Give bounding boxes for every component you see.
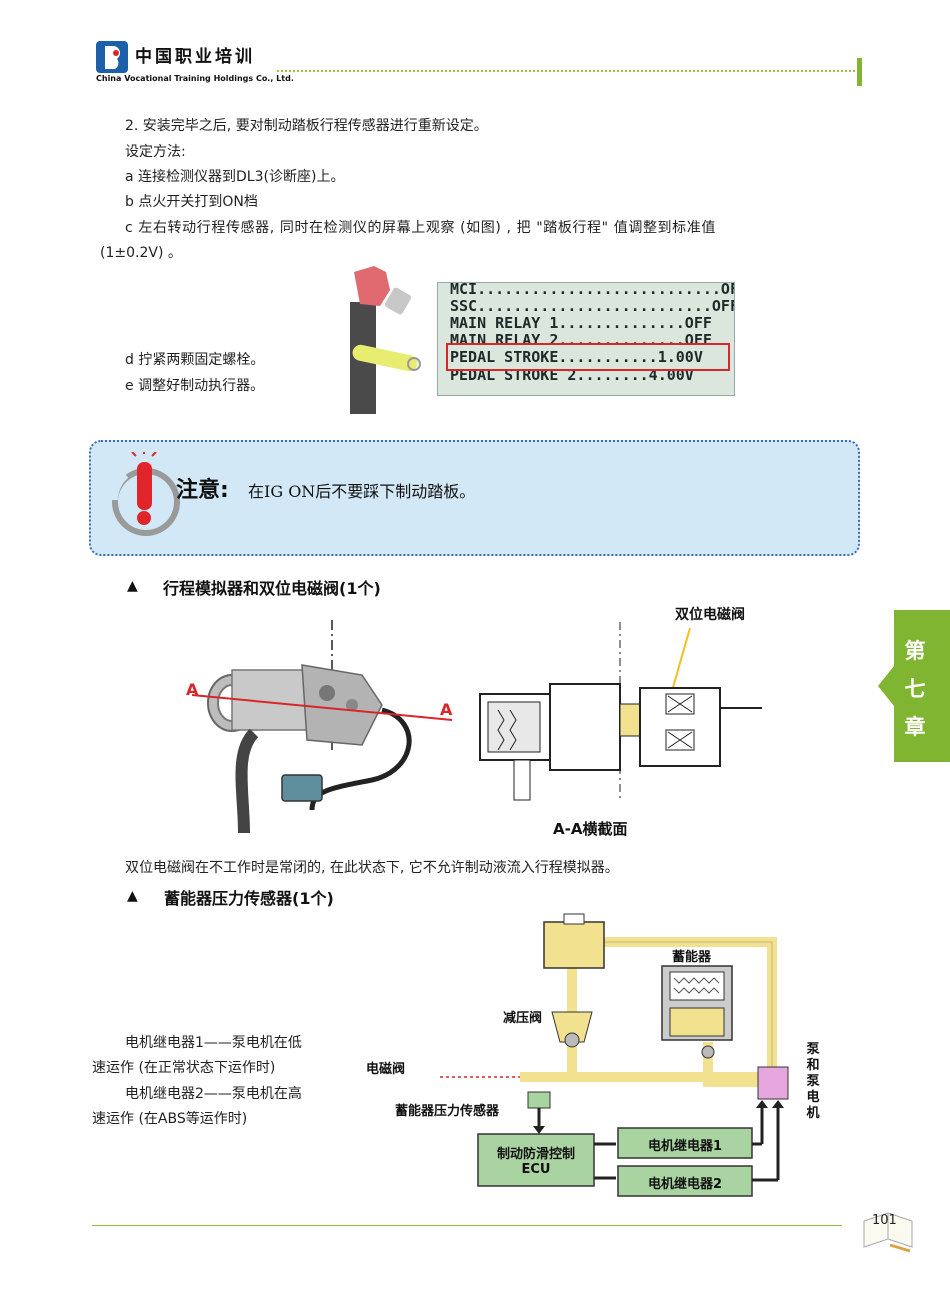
valve-description: 双位电磁阀在不工作时是常闭的, 在此状态下, 它不允许制动液流入行程模拟器。 bbox=[125, 860, 619, 876]
accumulator-circuit-diagram bbox=[440, 913, 789, 1197]
screen-row: MAIN RELAY 1..............OFF bbox=[450, 314, 712, 332]
intro-line-2: 设定方法: bbox=[125, 144, 186, 160]
page-number: 101 bbox=[872, 1213, 897, 1228]
valve-label: 双位电磁阀 bbox=[675, 607, 745, 623]
relay2-text-b: 速运作 (在ABS等运作时) bbox=[92, 1111, 248, 1127]
chapter-char: 七 bbox=[904, 677, 926, 701]
section-marker-icon: ▲ bbox=[127, 888, 138, 904]
company-logo-icon bbox=[96, 41, 128, 73]
intro-line-1: 2. 安装完毕之后, 要对制动踏板行程传感器进行重新设定。 bbox=[125, 118, 488, 134]
relay1-text-b: 速运作 (在正常状态下运作时) bbox=[92, 1060, 276, 1076]
diagnostic-tester-screen: MCI...........................OFF SSC...… bbox=[437, 282, 735, 396]
label-motor-relay-1: 电机继电器1 bbox=[647, 1139, 723, 1154]
step-d: d 拧紧两颗固定螺栓。 bbox=[125, 352, 265, 368]
warning-exclamation-icon bbox=[108, 452, 180, 536]
open-book-icon bbox=[863, 1212, 913, 1253]
pump-char: 和 bbox=[806, 1058, 820, 1073]
chapter-char: 第 bbox=[904, 639, 926, 663]
pump-char: 机 bbox=[806, 1106, 820, 1121]
logo-english-name: China Vocational Training Holdings Co., … bbox=[96, 74, 294, 83]
stroke-sensor-photo bbox=[350, 262, 428, 414]
label-motor-relay-2: 电机继电器2 bbox=[647, 1177, 723, 1192]
step-b: b 点火开关打到ON档 bbox=[125, 194, 258, 210]
section-a-label-right: A bbox=[440, 700, 453, 719]
logo-chinese-name: 中国职业培训 bbox=[135, 47, 255, 67]
cross-section-drawing bbox=[479, 622, 762, 802]
chapter-tab bbox=[878, 610, 950, 762]
screen-row: SSC..........................OFF bbox=[450, 297, 735, 315]
pump-char: 泵 bbox=[806, 1042, 820, 1057]
screen-row-pedal-stroke: PEDAL STROKE...........1.00V bbox=[450, 348, 703, 366]
chapter-char: 章 bbox=[904, 715, 926, 739]
pump-char: 泵 bbox=[806, 1074, 820, 1089]
step-a: a 连接检测仪器到DL3(诊断座)上。 bbox=[125, 169, 345, 185]
pump-char: 电 bbox=[806, 1090, 820, 1105]
highlight-box bbox=[446, 343, 730, 371]
relay2-text-a: 电机继电器2——泵电机在高 bbox=[125, 1086, 302, 1102]
step-e: e 调整好制动执行器。 bbox=[125, 378, 265, 394]
section-marker-icon: ▲ bbox=[127, 578, 138, 594]
note-title: 注意: bbox=[176, 478, 229, 503]
label-pressure-sensor: 蓄能器压力传感器 bbox=[395, 1104, 500, 1119]
label-relief-valve: 减压阀 bbox=[503, 1011, 543, 1026]
relay1-text-a: 电机继电器1——泵电机在低 bbox=[125, 1035, 302, 1051]
footer-divider bbox=[92, 1225, 842, 1226]
section-1-title: 行程模拟器和双位电磁阀(1个) bbox=[163, 579, 381, 598]
section-2-title: 蓄能器压力传感器(1个) bbox=[164, 889, 334, 908]
header-divider bbox=[277, 70, 855, 72]
screen-row: MCI...........................OFF bbox=[450, 282, 735, 298]
caution-note-box bbox=[89, 440, 860, 556]
cross-section-caption: A-A横截面 bbox=[553, 820, 628, 838]
step-c-line-1: c 左右转动行程传感器, 同时在检测仪的屏幕上观察 (如图) , 把 "踏板行程… bbox=[125, 220, 716, 236]
section-a-label-left: A bbox=[186, 680, 199, 699]
label-ecu-line-1: 制动防滑控制 bbox=[496, 1147, 575, 1162]
label-solenoid-valve: 电磁阀 bbox=[366, 1062, 406, 1077]
label-accumulator: 蓄能器 bbox=[672, 950, 712, 965]
header-accent-bar bbox=[857, 58, 862, 86]
label-pump-motor: 泵 和 泵 电 机 bbox=[806, 1042, 820, 1122]
step-c-line-2: (1±0.2V) 。 bbox=[100, 245, 182, 261]
chapter-label: 第 七 章 bbox=[903, 632, 927, 746]
label-ecu-line-2: ECU bbox=[521, 1162, 551, 1177]
stroke-simulator-illustration: A A bbox=[186, 620, 453, 834]
note-text: 在IG ON后不要踩下制动踏板。 bbox=[248, 482, 476, 501]
